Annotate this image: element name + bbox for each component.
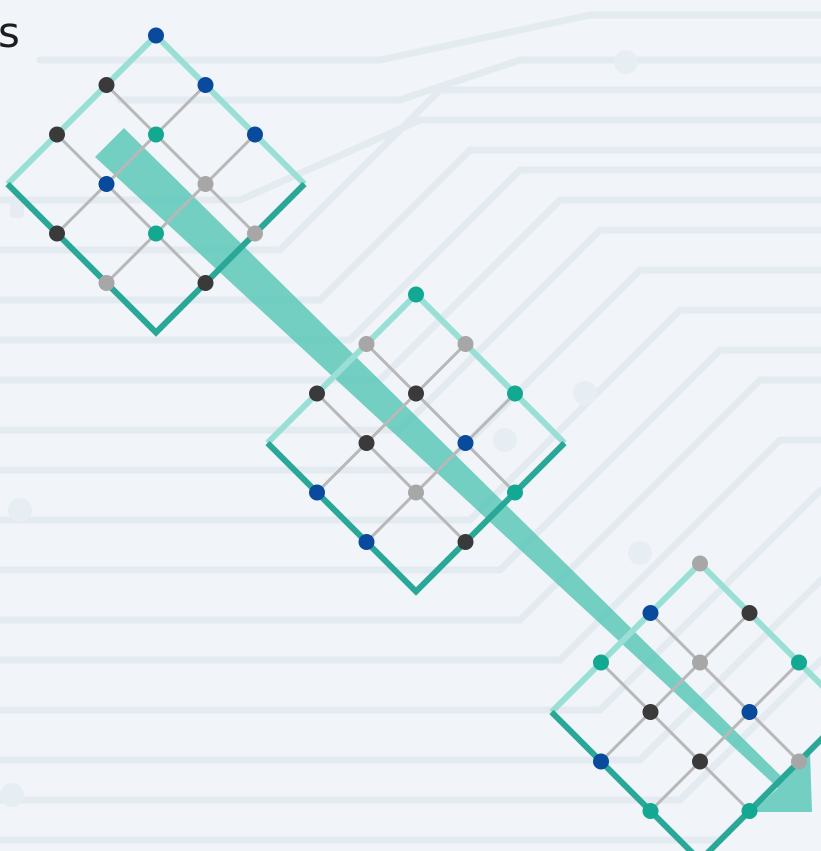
grid-line	[649, 661, 801, 813]
grid-dot	[49, 126, 66, 143]
grid-dot	[642, 704, 659, 720]
grid-dot	[246, 126, 263, 143]
circuit-trace	[0, 226, 821, 434]
grid-line	[55, 83, 207, 235]
grid-node-2	[265, 286, 567, 596]
circuit-board-background	[0, 11, 821, 844]
circuit-trace	[116, 56, 821, 104]
grid-dot	[593, 753, 610, 770]
grid-dot	[148, 225, 164, 242]
grid-dot	[197, 77, 214, 94]
grid-dot	[642, 605, 659, 622]
grid-node-1	[5, 27, 307, 337]
grid-dot	[692, 654, 708, 671]
grid-dot	[98, 77, 115, 94]
grid-dot	[309, 484, 326, 501]
circuit-trace	[36, 11, 821, 64]
circuit-pad	[493, 428, 517, 452]
grid-dot	[692, 753, 708, 770]
grid-dot	[741, 704, 758, 720]
grid-line	[315, 342, 467, 494]
circuit-trace	[0, 376, 821, 624]
circuit-chip	[10, 196, 24, 218]
grid-node-3	[549, 555, 821, 851]
grid-dot	[506, 484, 523, 501]
circuit-trace	[0, 576, 821, 764]
grid-dot	[98, 274, 115, 291]
grid-dot	[457, 336, 474, 353]
grid-dot	[790, 654, 807, 671]
grid-line	[599, 661, 751, 813]
grid-dot	[593, 654, 610, 671]
grid-line	[105, 83, 257, 235]
grid-nodes	[5, 27, 821, 851]
circuit-trace	[0, 656, 821, 804]
grid-line	[365, 342, 517, 494]
grid-line	[105, 133, 257, 285]
grid-dot	[457, 435, 474, 451]
circuit-trace	[0, 146, 821, 304]
circuit-trace	[0, 166, 821, 344]
grid-dot	[98, 176, 115, 192]
grid-dot	[408, 484, 424, 501]
flow-arrow-shape	[95, 128, 812, 812]
grid-line	[55, 133, 207, 285]
circuit-trace	[0, 116, 821, 204]
grid-dot	[309, 385, 326, 402]
grid-dot	[358, 336, 375, 353]
circuit-trace	[0, 266, 821, 474]
circuit-pad	[614, 50, 638, 74]
circuit-pad	[0, 783, 24, 807]
grid-dot	[457, 533, 474, 550]
circuit-trace	[0, 436, 821, 664]
circuit-trace	[0, 306, 821, 524]
grid-dot	[741, 605, 758, 622]
grid-dot	[506, 385, 523, 402]
grid-dot	[358, 435, 375, 451]
circuit-pad	[628, 541, 652, 565]
circuit-trace	[0, 346, 821, 574]
grid-dot	[197, 176, 214, 192]
grid-dot	[246, 225, 263, 242]
circuit-pad	[573, 381, 597, 405]
grid-dot	[408, 286, 424, 303]
flow-arrow	[95, 128, 812, 812]
grid-dot	[408, 385, 424, 402]
grid-line	[315, 392, 467, 544]
grid-dot	[642, 802, 659, 819]
circuit-pad	[8, 498, 32, 522]
grid-dot	[197, 274, 214, 291]
grid-dot	[49, 225, 66, 242]
grid-dot	[741, 802, 758, 819]
corner-text: s	[0, 8, 20, 57]
grid-dot	[148, 126, 164, 143]
grid-dot	[148, 27, 164, 44]
grid-line	[649, 611, 801, 763]
circuit-trace	[0, 486, 821, 714]
grid-dot	[358, 533, 375, 550]
grid-line	[365, 392, 517, 544]
grid-line	[599, 611, 751, 763]
grid-dot	[692, 555, 708, 572]
grid-dot	[790, 753, 807, 770]
circuit-trace	[0, 196, 821, 384]
